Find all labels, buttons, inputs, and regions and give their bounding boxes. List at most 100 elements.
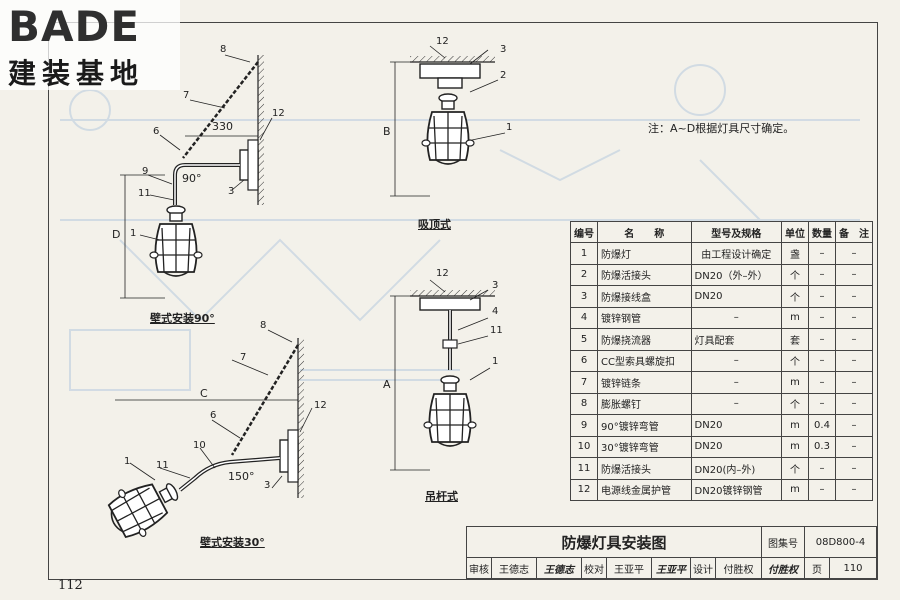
drawing-frame	[48, 22, 878, 580]
cell-qty: –	[807, 349, 837, 372]
cell-name: 镀锌钢管	[597, 306, 692, 329]
callout-6: 6	[153, 126, 160, 137]
cell-no: 6	[570, 349, 598, 372]
cell-name: 防爆活接头	[597, 457, 692, 480]
header-qty: 数量	[807, 221, 837, 243]
cell-no: 12	[570, 478, 598, 501]
cell-unit: 个	[780, 392, 809, 415]
cell-no: 11	[570, 457, 598, 480]
cell-model: DN20镀锌钢管	[690, 478, 782, 501]
cell-model: DN20	[690, 285, 782, 308]
cell-remark: –	[835, 414, 873, 437]
cell-unit: 个	[780, 285, 809, 308]
cell-no: 10	[570, 435, 598, 458]
header-model: 型号及规格	[690, 221, 782, 243]
design-name: 付胜权	[716, 558, 762, 579]
cell-remark: –	[835, 328, 873, 351]
brand-name: BADE	[8, 2, 141, 51]
callout-1-pendant: 1	[492, 356, 499, 367]
cell-no: 8	[570, 392, 598, 415]
cell-name: 防爆挠流器	[597, 328, 692, 351]
ceiling-view	[390, 45, 506, 197]
cell-unit: 个	[780, 457, 809, 480]
cell-unit: m	[780, 371, 809, 394]
callout-8: 8	[220, 44, 227, 55]
cell-model: DN20(内–外)	[690, 457, 782, 480]
review-signature: 王德志	[537, 558, 582, 579]
cell-qty: –	[807, 306, 837, 329]
cell-no: 2	[570, 263, 598, 286]
cell-model: DN20（外–外）	[690, 263, 782, 286]
cell-model: –	[690, 371, 782, 394]
angle-90: 90°	[182, 172, 202, 185]
atlas-number: 08D800-4	[805, 527, 877, 558]
callout-12-pendant: 12	[436, 268, 449, 279]
cell-qty: –	[807, 328, 837, 351]
check-label: 校对	[582, 558, 607, 579]
callout-1: 1	[130, 228, 137, 239]
callout-11-pendant: 11	[490, 325, 503, 336]
callout-3-wall30: 3	[264, 480, 271, 491]
check-signature: 王亚平	[652, 558, 691, 579]
cell-model: –	[690, 392, 782, 415]
cell-no: 4	[570, 306, 598, 329]
cell-name: 防爆活接头	[597, 263, 692, 286]
cell-remark: –	[835, 263, 873, 286]
cell-qty: –	[807, 392, 837, 415]
callout-1-ceiling: 1	[506, 122, 513, 133]
callout-1-wall30: 1	[124, 456, 131, 467]
cell-unit: 套	[780, 328, 809, 351]
cell-no: 7	[570, 371, 598, 394]
dimension-A: A	[383, 378, 391, 391]
cell-name: 防爆接线盒	[597, 285, 692, 308]
cell-model: DN20	[690, 414, 782, 437]
cell-unit: m	[780, 306, 809, 329]
caption-pendant: 吊杆式	[425, 490, 458, 503]
callout-4-pendant: 4	[492, 306, 499, 317]
cell-name: 膨胀螺钉	[597, 392, 692, 415]
cell-model: 由工程设计确定	[690, 242, 782, 265]
header-name: 名 称	[597, 221, 692, 243]
angle-150: 150°	[228, 470, 255, 483]
cell-unit: m	[780, 478, 809, 501]
header-unit: 单位	[780, 221, 809, 243]
callout-3: 3	[228, 186, 235, 197]
callout-11-wall30: 11	[156, 460, 169, 471]
cell-unit: m	[780, 435, 809, 458]
cell-name: 30°镀锌弯管	[597, 435, 692, 458]
cell-qty: –	[807, 457, 837, 480]
cell-remark: –	[835, 478, 873, 501]
callout-7: 7	[183, 90, 190, 101]
cell-remark: –	[835, 371, 873, 394]
cell-unit: 个	[780, 349, 809, 372]
dimension-330: 330	[212, 120, 233, 133]
callout-12: 12	[272, 108, 285, 119]
caption-wall-30: 壁式安装30°	[200, 536, 265, 549]
check-name: 王亚平	[607, 558, 652, 579]
wall-30-view	[100, 329, 313, 547]
cell-qty: –	[807, 371, 837, 394]
page-number-box: 110	[830, 558, 877, 579]
cell-name: 90°镀锌弯管	[597, 414, 692, 437]
dimension-D: D	[112, 228, 121, 241]
wall-90-view	[120, 54, 273, 299]
cell-remark: –	[835, 285, 873, 308]
cell-no: 5	[570, 328, 598, 351]
page-label: 页	[805, 558, 830, 579]
design-signature: 付胜权	[762, 558, 805, 579]
callout-6-wall30: 6	[210, 410, 217, 421]
cell-no: 1	[570, 242, 598, 265]
